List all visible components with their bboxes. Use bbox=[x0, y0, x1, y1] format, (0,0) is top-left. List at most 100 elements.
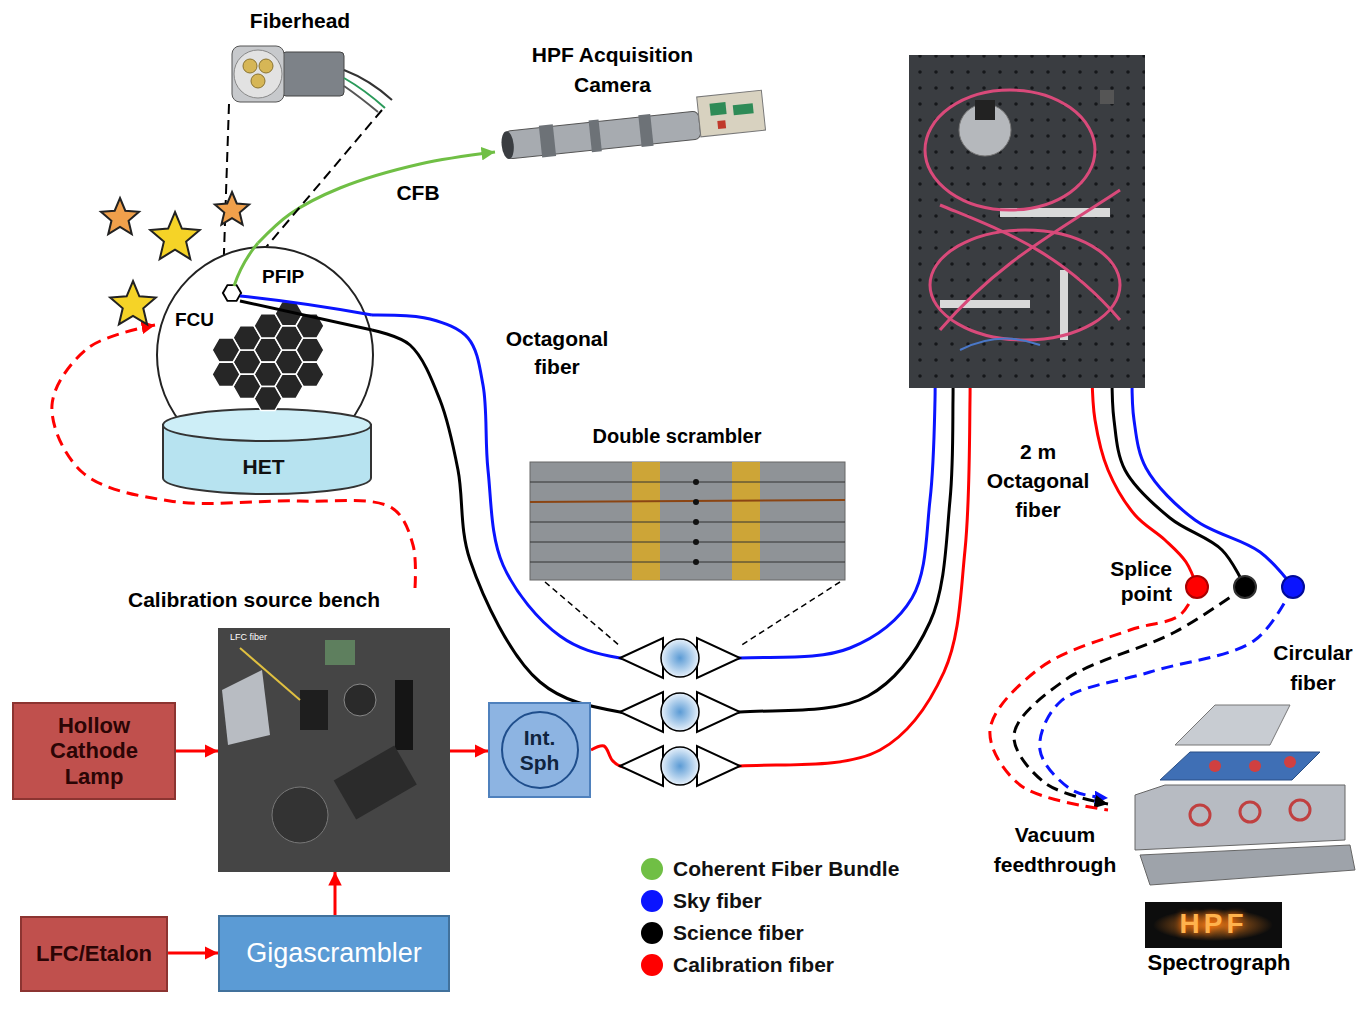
spectrograph-illustration bbox=[1140, 845, 1355, 885]
scrambler-symbol bbox=[661, 639, 699, 677]
double-scrambler-photo bbox=[693, 479, 699, 485]
lamp-feed-arrow bbox=[176, 751, 218, 752]
figure-label: Double scrambler bbox=[588, 424, 766, 448]
calibration-fiber bbox=[591, 375, 1197, 810]
lamp-box: Hollow Cathode Lamp bbox=[12, 702, 176, 800]
camera-illustration bbox=[638, 114, 653, 147]
camera-illustration bbox=[499, 90, 766, 161]
fiber-spool-photo bbox=[1060, 270, 1068, 340]
node-text: Hollow Cathode Lamp bbox=[20, 713, 168, 789]
calibration-bench-photo bbox=[272, 787, 328, 843]
fcu-hexagon bbox=[223, 285, 241, 301]
telescope-illustration bbox=[157, 247, 373, 463]
label-text: PFIP bbox=[262, 266, 304, 287]
scrambler-symbol bbox=[661, 747, 699, 785]
edge-label-text: CFB bbox=[396, 181, 439, 204]
spectrograph-illustration bbox=[1284, 756, 1296, 768]
spectrograph-illustration bbox=[1160, 752, 1320, 780]
camera-illustration bbox=[697, 90, 766, 137]
double-scrambler-photo bbox=[693, 539, 699, 545]
mirror-segment bbox=[296, 338, 324, 362]
connector-path bbox=[176, 750, 218, 753]
legend-swatch bbox=[641, 922, 663, 944]
fiber-spool-photo bbox=[909, 55, 1145, 388]
calibration-bench-photo bbox=[218, 628, 450, 872]
splice-point-marker bbox=[1282, 576, 1304, 598]
node-text: HET bbox=[243, 455, 285, 493]
acquisition-camera: HPF Acquisition Camera bbox=[495, 40, 770, 165]
double-scrambler-photo bbox=[530, 522, 845, 523]
edge-label-text: Octagonal fiber bbox=[506, 327, 609, 378]
fiberhead-illustration bbox=[251, 74, 265, 88]
sky-fiber bbox=[372, 315, 1293, 798]
star-symbol bbox=[215, 192, 249, 225]
legend-text: Science fiber bbox=[673, 921, 804, 945]
photo-annotation: LFC fiber bbox=[230, 632, 300, 643]
calibration-bench-photo bbox=[395, 680, 413, 750]
logo-text: HPF bbox=[1145, 907, 1282, 941]
fiberhead-illustration bbox=[344, 86, 378, 112]
calibration-bench-photo bbox=[344, 684, 376, 716]
splice-point-marker bbox=[1234, 576, 1256, 598]
mirror-segment bbox=[212, 301, 324, 410]
telescope-illustration bbox=[234, 243, 258, 286]
label-text: Splice point bbox=[1110, 557, 1172, 605]
fiber-spool-photo bbox=[940, 190, 1120, 330]
mirror-segment bbox=[212, 362, 240, 386]
fiberhead-illustration bbox=[232, 46, 284, 102]
fiber-label: Circular fiber bbox=[1266, 638, 1360, 699]
fiber-spool-photo bbox=[909, 55, 1145, 388]
label-text: 2 m Octagonal fiber bbox=[987, 440, 1090, 521]
spectrograph-illustration bbox=[1135, 705, 1355, 885]
spectrograph-illustration bbox=[1290, 800, 1310, 820]
camera-illustration bbox=[717, 120, 726, 129]
fiber-spool-photo bbox=[909, 55, 1145, 388]
calibration-bench-photo bbox=[325, 640, 355, 665]
spectrograph-illustration bbox=[1240, 802, 1260, 822]
science-fiber bbox=[372, 330, 1245, 804]
connector-path bbox=[1132, 375, 1293, 587]
legend-item: Calibration fiber bbox=[641, 949, 899, 981]
connector-path bbox=[372, 330, 953, 716]
mirror-segment bbox=[212, 338, 240, 362]
spectrograph-illustration bbox=[1249, 760, 1261, 772]
feedthrough-label: Vacuum feedthrough bbox=[975, 820, 1135, 881]
splice-point-marker bbox=[1186, 576, 1304, 598]
node-text: Gigascrambler bbox=[246, 938, 422, 969]
sphere-feed-arrow bbox=[450, 751, 488, 752]
star-symbol bbox=[110, 281, 156, 324]
camera-illustration bbox=[539, 124, 556, 157]
legend-swatch bbox=[641, 954, 663, 976]
telescope-illustration bbox=[240, 301, 372, 330]
star-symbol bbox=[101, 198, 139, 234]
lfc-feed-arrow bbox=[168, 953, 218, 954]
label-text: Double scrambler bbox=[593, 425, 762, 447]
double-scrambler-photo bbox=[530, 462, 845, 580]
calibration-bench-photo bbox=[218, 628, 450, 872]
legend-text: Calibration fiber bbox=[673, 953, 834, 977]
part-label: PFIP bbox=[262, 266, 314, 289]
gigascrambler-box: Gigascrambler bbox=[218, 915, 450, 992]
calibration-bench-photo bbox=[222, 670, 270, 745]
double-scrambler-photo bbox=[740, 582, 840, 646]
fiberhead-leader bbox=[262, 110, 382, 252]
telescope-het: HET bbox=[155, 243, 372, 493]
connector-path bbox=[258, 152, 495, 243]
fiber-label: 2 m Octagonal fiber bbox=[983, 438, 1093, 525]
calibration-bench: Calibration source bench bbox=[218, 588, 450, 872]
double-scrambler-photo bbox=[693, 559, 699, 565]
spectrograph: Spectrograph bbox=[1108, 690, 1360, 980]
label-text: FCU bbox=[175, 309, 214, 330]
label-text: Circular fiber bbox=[1273, 641, 1352, 694]
lfc-etalon-box: LFC/Etalon bbox=[20, 916, 168, 992]
fiber-spool-photo bbox=[960, 339, 1040, 350]
fiberhead-illustration bbox=[259, 59, 273, 73]
scrambler-symbol bbox=[697, 746, 740, 786]
scrambler-symbol bbox=[661, 693, 699, 731]
edge-label: CFB bbox=[392, 179, 444, 207]
star-symbol bbox=[150, 212, 199, 259]
camera-illustration bbox=[709, 102, 726, 116]
part-label: FCU bbox=[175, 309, 219, 332]
fiberhead-illustration bbox=[282, 52, 344, 96]
double-scrambler-photo bbox=[530, 542, 845, 543]
